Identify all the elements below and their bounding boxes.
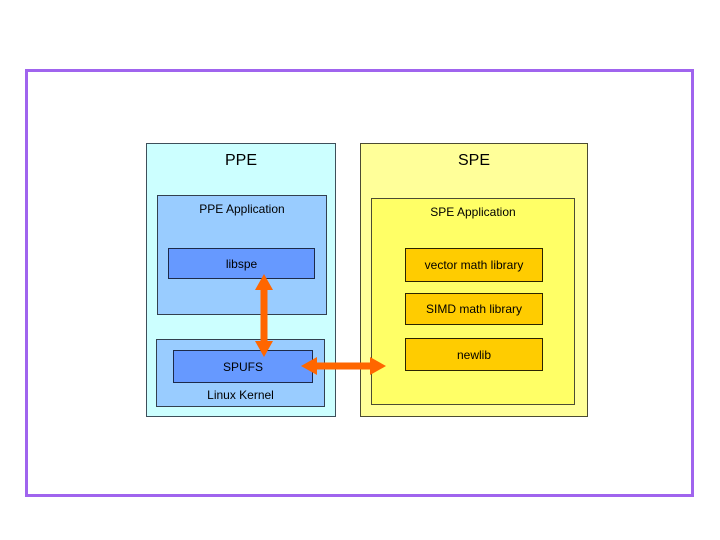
libspe-box: libspe	[168, 248, 315, 279]
ppe-application-title: PPE Application	[199, 202, 285, 216]
spufs-box: SPUFS	[173, 350, 313, 383]
simd-math-library-box: SIMD math library	[405, 293, 543, 325]
newlib-box: newlib	[405, 338, 543, 371]
linux-kernel-label: Linux Kernel	[207, 388, 274, 402]
newlib-label: newlib	[456, 347, 492, 362]
spe-application-title: SPE Application	[430, 205, 516, 219]
libspe-label: libspe	[225, 256, 258, 271]
simd-math-library-label: SIMD math library	[425, 302, 523, 316]
ppe-title: PPE	[224, 152, 257, 169]
spe-title: SPE	[457, 152, 490, 169]
spufs-label: SPUFS	[222, 359, 263, 374]
vector-math-library-label: vector math library	[424, 258, 524, 272]
vector-math-library-box: vector math library	[405, 248, 543, 282]
